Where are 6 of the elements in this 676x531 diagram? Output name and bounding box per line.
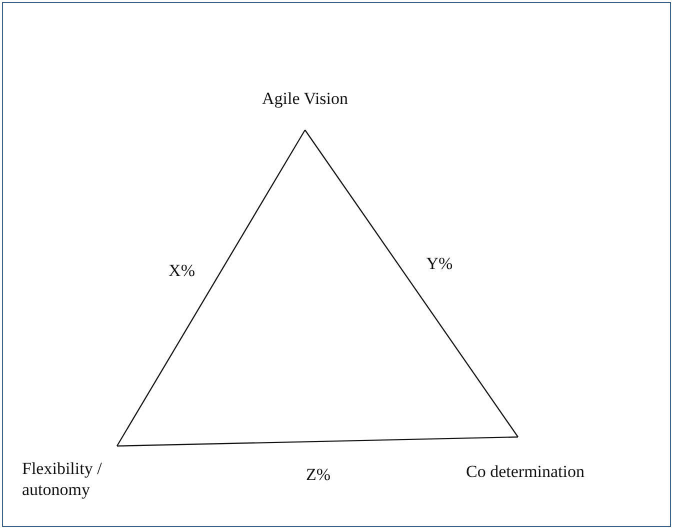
triangle-side [116,436,518,447]
vertex-label: Co determination [466,461,585,482]
triangle-side [116,130,306,446]
vertex-label: Flexibility / autonomy [22,458,103,500]
triangle-side [304,130,518,438]
vertex-label: Agile Vision [262,88,348,109]
